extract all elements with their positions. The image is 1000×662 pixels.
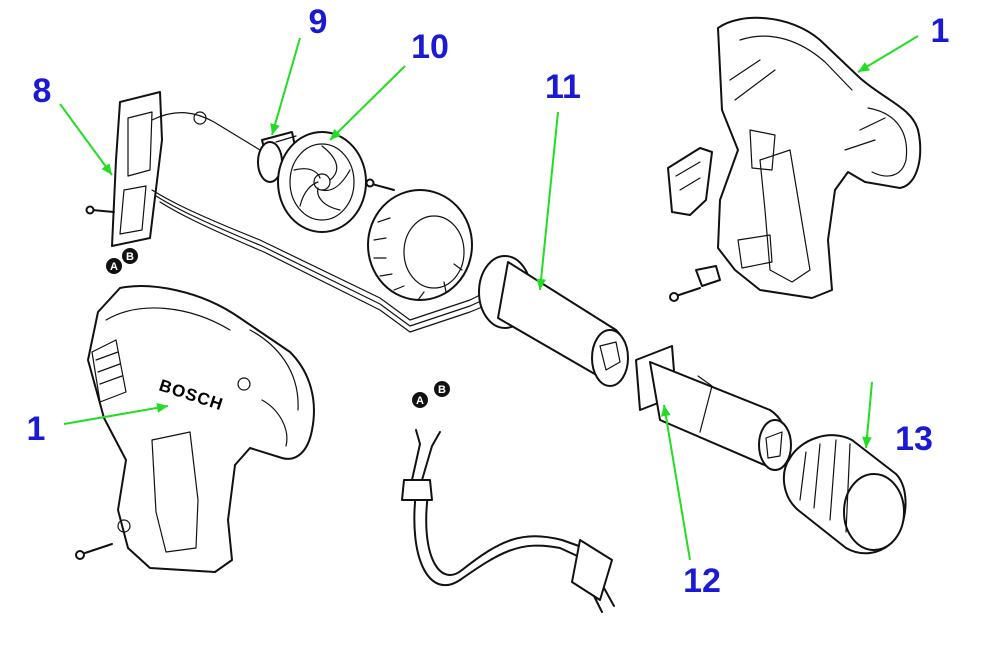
cord-terminal-b-label: B (438, 384, 446, 396)
callout-10: 10 (411, 28, 449, 66)
circuit-board-part: A B (85, 91, 163, 274)
callout-8: 8 (33, 72, 52, 110)
terminal-a-marker (106, 258, 122, 274)
leader-1-left-arrowhead (156, 403, 168, 413)
terminal-b-marker (122, 248, 138, 264)
callout-1-top: 1 (931, 12, 950, 50)
cord-terminal-a-marker (412, 392, 428, 408)
leader-8 (59, 103, 113, 176)
leader-8-arrowhead (101, 163, 112, 175)
callout-1-left: 1 (27, 410, 46, 448)
leader-lines (59, 35, 919, 561)
leader-1-top (857, 35, 919, 73)
housing-half-left: BOSCH (75, 285, 315, 573)
internal-wires (151, 111, 495, 333)
housing-half-right (667, 16, 922, 302)
heating-tube-part (478, 255, 629, 387)
callout-12: 12 (683, 562, 721, 600)
terminal-b-label: B (126, 251, 134, 263)
cord-terminal-a-label: A (416, 395, 424, 407)
nozzle-insert-part (635, 345, 792, 471)
leader-13 (865, 381, 873, 449)
leader-13-arrowhead (862, 436, 872, 448)
terminal-a-label: A (110, 261, 118, 273)
leader-9 (271, 37, 301, 136)
leader-9-arrowhead (270, 123, 280, 135)
callout-13: 13 (895, 420, 933, 458)
outer-nozzle-part (782, 434, 907, 555)
cord-terminal-b-marker (434, 381, 450, 397)
leader-11 (539, 111, 559, 291)
callout-9: 9 (309, 3, 328, 41)
leader-11-arrowhead (536, 278, 546, 290)
leader-10-arrowhead (330, 128, 342, 140)
leader-10 (329, 65, 406, 141)
fan-part (277, 131, 367, 233)
callout-labels: 9 10 8 11 1 1 13 12 (27, 3, 950, 600)
leader-1-left (63, 405, 169, 425)
leader-12 (663, 404, 691, 561)
power-cord-part: A B (401, 381, 615, 613)
leader-12-arrowhead (660, 405, 671, 417)
leader-1-top-arrowhead (858, 62, 870, 72)
heater-mount-part (365, 178, 473, 301)
callout-11: 11 (545, 68, 581, 106)
